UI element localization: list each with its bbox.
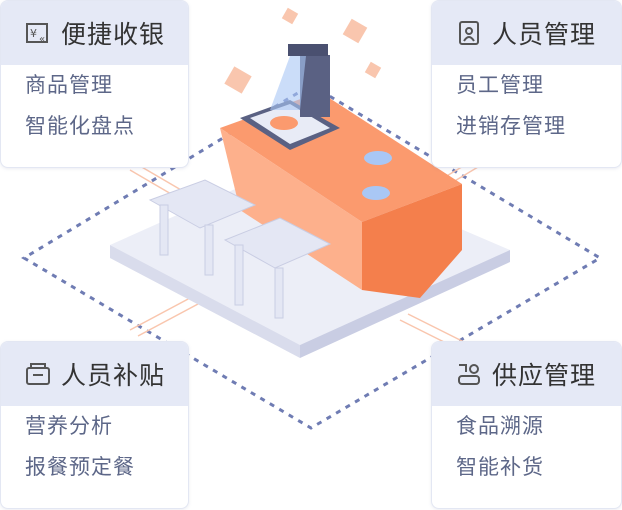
card-title: 供应管理 xyxy=(492,361,597,390)
card-supply[interactable]: 供应管理 食品溯源 智能补货 xyxy=(431,341,622,509)
dashed-diamond xyxy=(21,83,603,430)
card-staff[interactable]: 人员管理 员工管理 进销存管理 xyxy=(431,0,622,168)
card-cashier[interactable]: ¥« 便捷收银 商品管理 智能化盘点 xyxy=(0,0,189,168)
list-item[interactable]: 智能补货 xyxy=(456,455,544,479)
list-item[interactable]: 进销存管理 xyxy=(456,114,566,138)
counter-front xyxy=(220,128,362,290)
floating-cubes xyxy=(224,7,382,94)
supply-icon xyxy=(456,361,482,387)
list-item[interactable]: 商品管理 xyxy=(25,73,113,97)
person-badge-icon xyxy=(456,20,482,46)
svg-text:¥: ¥ xyxy=(30,27,37,40)
card-title: 人员管理 xyxy=(492,20,597,49)
svg-text:«: « xyxy=(39,34,45,45)
card-subsidy[interactable]: 人员补贴 营养分析 报餐预定餐 xyxy=(0,341,189,509)
tables xyxy=(148,179,332,319)
wallet-icon xyxy=(25,361,51,387)
list-item[interactable]: 报餐预定餐 xyxy=(25,455,135,479)
list-item[interactable]: 员工管理 xyxy=(456,73,544,97)
list-item[interactable]: 智能化盘点 xyxy=(25,114,135,138)
cashier-icon: ¥« xyxy=(25,20,51,46)
card-title: 便捷收银 xyxy=(61,20,166,49)
list-item[interactable]: 食品溯源 xyxy=(456,414,544,438)
counter-side xyxy=(362,184,462,298)
pos-screen xyxy=(300,55,330,117)
list-item[interactable]: 营养分析 xyxy=(25,414,113,438)
card-title: 人员补贴 xyxy=(61,361,166,390)
